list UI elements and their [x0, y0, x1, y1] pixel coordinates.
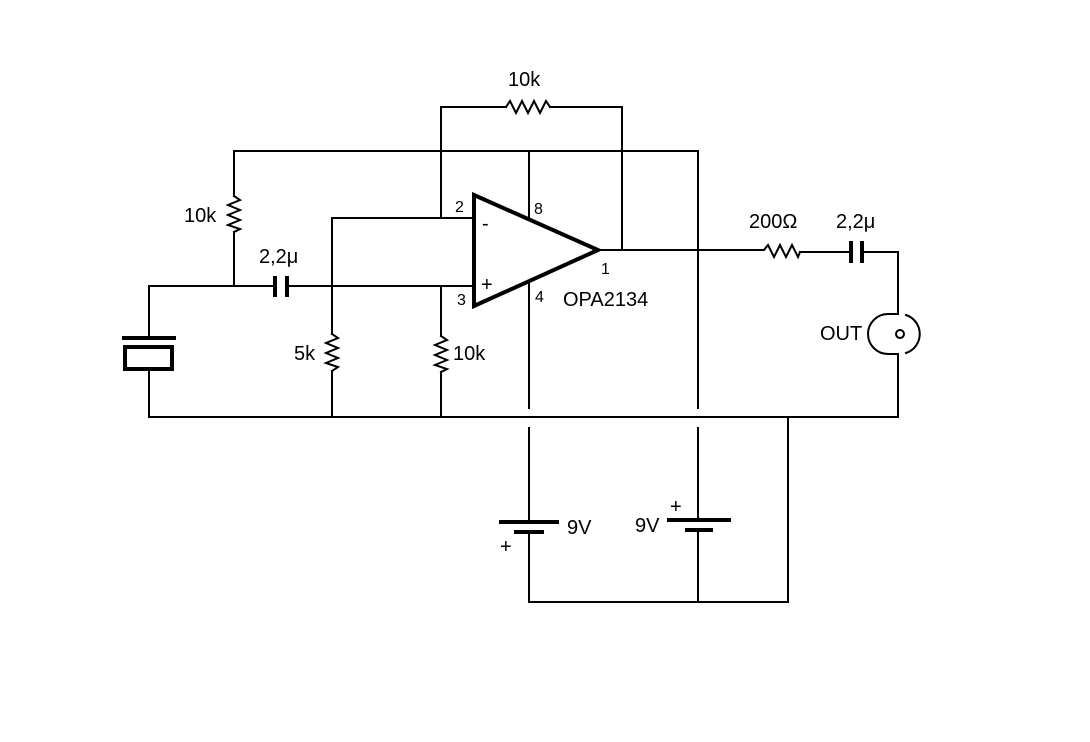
label-opamp-part: OPA2134: [563, 289, 648, 311]
label-battery-left-polarity: +: [500, 536, 512, 558]
label-feedback-resistor: 10k: [508, 69, 541, 91]
label-input-capacitor: 2,2μ: [259, 246, 298, 268]
resistor-divider-5k: [323, 332, 341, 373]
label-battery-left-voltage: 9V: [567, 517, 592, 539]
battery-right-icon: [667, 518, 731, 532]
pin-number-inverting: 2: [455, 199, 464, 216]
opamp-inverting-sign: -: [482, 213, 489, 235]
label-output-jack: OUT: [820, 323, 862, 345]
piezo-pickup-icon: [122, 336, 176, 371]
capacitor-output: [849, 241, 864, 263]
resistor-input-10k: [432, 334, 450, 374]
label-divider-resistor: 5k: [294, 343, 316, 365]
pin-number-output: 1: [601, 261, 610, 278]
pin-number-noninverting: 3: [457, 292, 466, 309]
label-input-resistor: 10k: [453, 343, 486, 365]
label-bias-resistor: 10k: [184, 205, 217, 227]
output-jack-icon: [867, 312, 921, 356]
label-output-resistor: 200Ω: [749, 211, 797, 233]
resistor-output-200: [759, 242, 802, 260]
label-battery-right-polarity: +: [670, 496, 682, 518]
opamp-symbol: [472, 191, 603, 310]
pin-number-supply-pos: 8: [534, 201, 543, 218]
wires: [148, 106, 899, 603]
pin-number-supply-neg: 4: [535, 289, 544, 306]
resistor-bias-top: [225, 194, 243, 234]
resistor-feedback: [504, 98, 552, 116]
label-output-capacitor: 2,2μ: [836, 211, 875, 233]
opamp-noninverting-sign: +: [481, 274, 493, 296]
capacitor-input: [273, 276, 289, 297]
label-battery-right-voltage: 9V: [635, 515, 660, 537]
battery-left-icon: [499, 520, 559, 534]
